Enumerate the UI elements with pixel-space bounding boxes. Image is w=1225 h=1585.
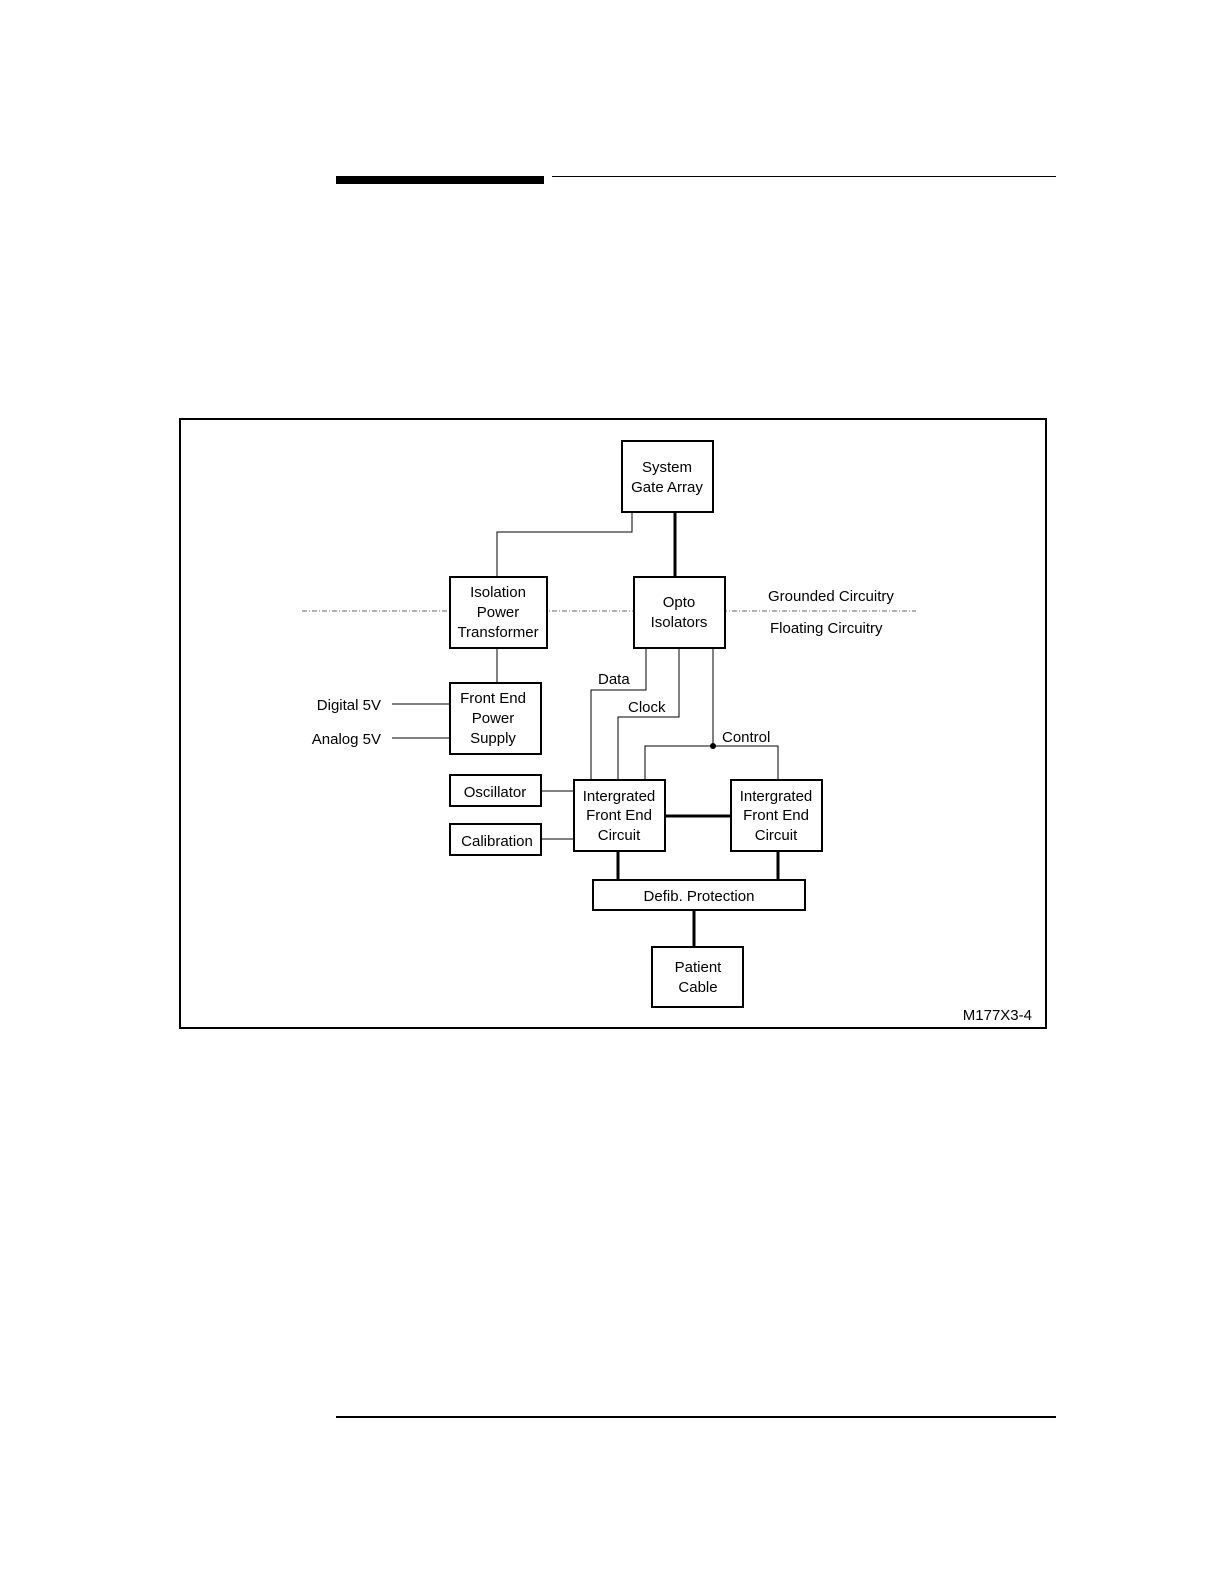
grounded-circuitry-label: Grounded Circuitry — [768, 588, 894, 605]
block-label: Calibration — [461, 833, 533, 850]
block-label: Power — [472, 710, 515, 727]
block-label: Cable — [678, 979, 717, 996]
control-junction-dot — [710, 743, 716, 749]
block-label: Opto — [663, 594, 696, 611]
block-defib-protection: Defib. Protection — [593, 880, 805, 910]
figure-id-label: M177X3-4 — [963, 1007, 1032, 1024]
block-label: Gate Array — [631, 479, 703, 496]
block-calibration: Calibration — [450, 824, 541, 855]
block-label: System — [642, 459, 692, 476]
block-label: Intergrated — [740, 788, 813, 805]
block-label: Front End — [743, 807, 809, 824]
block-label: Circuit — [598, 827, 641, 844]
block-opto-isolators: Opto Isolators — [634, 577, 725, 648]
block-label: Patient — [675, 959, 723, 976]
control-signal-label: Control — [722, 729, 770, 746]
block-integrated-front-end-1: Intergrated Front End Circuit — [574, 780, 665, 851]
clock-signal-label: Clock — [628, 699, 666, 716]
diagram-frame — [180, 419, 1046, 1028]
analog-5v-label: Analog 5V — [312, 731, 381, 748]
data-signal-label: Data — [598, 671, 630, 688]
block-isolation-power-transformer: Isolation Power Transformer — [450, 577, 547, 648]
link-control-branch — [645, 746, 778, 780]
block-label: Front End — [460, 690, 526, 707]
block-integrated-front-end-2: Intergrated Front End Circuit — [731, 780, 822, 851]
block-label: Transformer — [457, 624, 538, 641]
block-label: Oscillator — [464, 784, 527, 801]
floating-circuitry-label: Floating Circuitry — [770, 620, 883, 637]
block-patient-cable: Patient Cable — [652, 947, 743, 1007]
block-label: Circuit — [755, 827, 798, 844]
block-label: Isolation — [470, 584, 526, 601]
block-label: Supply — [470, 730, 516, 747]
block-label: Power — [477, 604, 520, 621]
block-oscillator: Oscillator — [450, 775, 541, 806]
block-label: Front End — [586, 807, 652, 824]
block-front-end-power-supply: Front End Power Supply — [450, 683, 541, 754]
link-gate-array-to-transformer — [497, 512, 632, 577]
block-label: Isolators — [651, 614, 708, 631]
block-system-gate-array: System Gate Array — [622, 441, 713, 512]
digital-5v-label: Digital 5V — [317, 697, 381, 714]
block-label: Defib. Protection — [644, 888, 755, 905]
block-label: Intergrated — [583, 788, 656, 805]
